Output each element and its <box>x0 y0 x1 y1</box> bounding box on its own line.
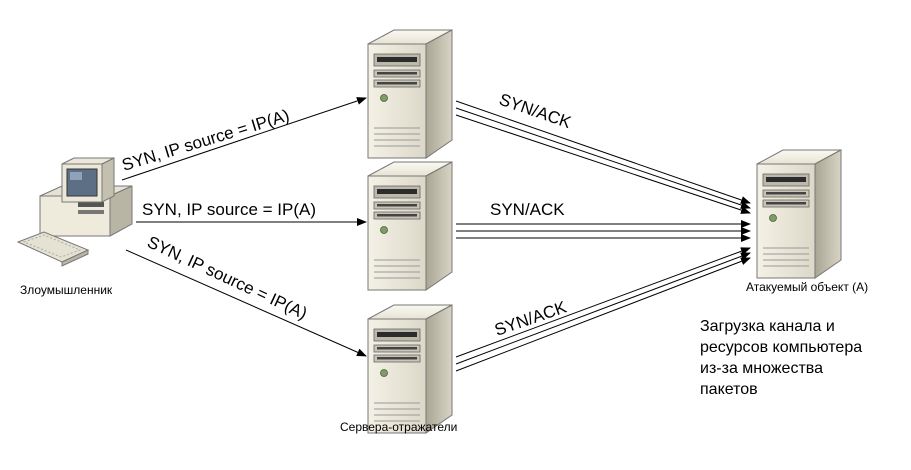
note-line-4: пакетов <box>700 381 758 398</box>
attacker-label: Злоумышленник <box>20 283 113 297</box>
reflector-server-1-icon <box>367 29 453 159</box>
syn-label-1: SYN, IP source = IP(A) <box>120 106 292 175</box>
synack-arrows-1 <box>455 100 751 214</box>
note-line-3: из-за множества <box>700 360 823 377</box>
syn-arrow-3 <box>125 249 367 357</box>
reflector-server-2-icon <box>367 161 453 291</box>
reflector-server-3-icon <box>367 304 453 434</box>
target-server-icon <box>756 149 842 279</box>
syn-label-3: SYN, IP source = IP(A) <box>144 232 310 323</box>
syn-arrow-1 <box>121 97 367 181</box>
synack-arrows-3 <box>455 247 751 372</box>
attacker-computer-icon <box>16 157 133 267</box>
target-label: Атакуемый объект (А) <box>746 280 868 294</box>
note-line-2: ресурсов компьютера <box>700 339 862 356</box>
synack-arrows-2 <box>456 220 751 242</box>
synack-label-3: SYN/ACK <box>492 297 569 339</box>
reflectors-label: Сервера-отражатели <box>340 420 457 434</box>
syn-label-2: SYN, IP source = IP(A) <box>142 200 316 219</box>
overload-note: Загрузка канала и ресурсов компьютера из… <box>700 318 862 398</box>
synack-label-2: SYN/ACK <box>490 200 565 219</box>
note-line-1: Загрузка канала и <box>700 318 835 335</box>
